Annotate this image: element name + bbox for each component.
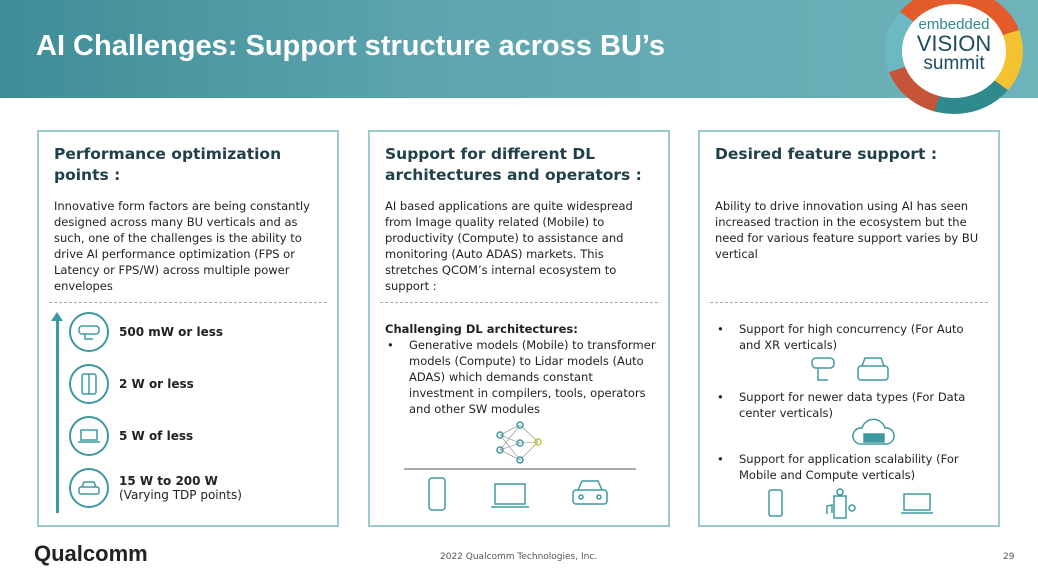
level-label: 15 W to 200 W: [119, 474, 218, 488]
performance-panel: Performance optimization points : Innova…: [37, 130, 339, 527]
page-number: 29: [1003, 552, 1015, 562]
panel-subheading: Challenging DL architectures:: [385, 322, 578, 336]
qualcomm-logo: Qualcomm: [34, 541, 148, 566]
bullet-item: Support for newer data types (For Data c…: [715, 389, 988, 421]
phone-icon: [69, 364, 109, 404]
level-sublabel: (Varying TDP points): [119, 488, 242, 502]
panel-heading: Desired feature support :: [715, 145, 938, 163]
mobile-apps-icon: [826, 488, 856, 519]
laptop-icon: [69, 416, 109, 456]
embedded-vision-summit-logo: embedded VISION summit: [885, 0, 1023, 114]
panel-body: AI based applications are quite widespre…: [385, 199, 633, 293]
header-banner: [0, 0, 1038, 98]
divider: [710, 302, 988, 303]
level-row: 2 W or less: [69, 364, 194, 404]
level-row: 5 W of less: [69, 416, 193, 456]
logo-line2: VISION: [916, 31, 992, 56]
laptop-icon: [901, 493, 933, 514]
feature-support-panel: Desired feature support : Ability to dri…: [698, 130, 1000, 527]
slide-title: AI Challenges: Support structure across …: [36, 30, 666, 62]
car-icon: [572, 480, 608, 505]
divider: [49, 302, 327, 303]
phone-icon: [428, 477, 446, 511]
level-label: 5 W of less: [119, 429, 194, 443]
car-icon: [69, 468, 109, 508]
bullet-item: Generative models (Mobile) to transforme…: [385, 337, 658, 417]
phone-icon: [768, 489, 783, 517]
panel-heading: Performance optimization points :: [54, 145, 282, 184]
vr-headset-icon: [69, 312, 109, 352]
level-label: 500 mW or less: [119, 325, 224, 339]
level-row: 15 W to 200 W(Varying TDP points): [69, 468, 242, 508]
scale-arrow: [56, 318, 59, 513]
panel-heading: Support for different DL architectures a…: [385, 145, 642, 184]
range-arrow: [404, 468, 636, 470]
arrow-head-icon: [51, 312, 63, 321]
divider: [380, 302, 658, 303]
panel-body: Innovative form factors are being consta…: [54, 199, 310, 293]
dl-architectures-panel: Support for different DL architectures a…: [368, 130, 670, 527]
copyright: 2022 Qualcomm Technologies, Inc.: [440, 552, 598, 562]
cloud-server-icon: [852, 418, 895, 445]
level-label: 2 W or less: [119, 377, 194, 391]
level-row: 500 mW or less: [69, 312, 223, 352]
panel-body: Ability to drive innovation using AI has…: [715, 199, 979, 261]
logo-line1: embedded: [918, 16, 990, 33]
laptop-icon: [491, 483, 529, 508]
bullet-item: Support for high concurrency (For Auto a…: [715, 321, 988, 353]
xr-and-car-icon: [811, 357, 889, 381]
bullet-item: Support for application scalability (For…: [715, 451, 988, 483]
neural-network-icon: [496, 421, 542, 464]
logo-line3: summit: [923, 53, 985, 74]
